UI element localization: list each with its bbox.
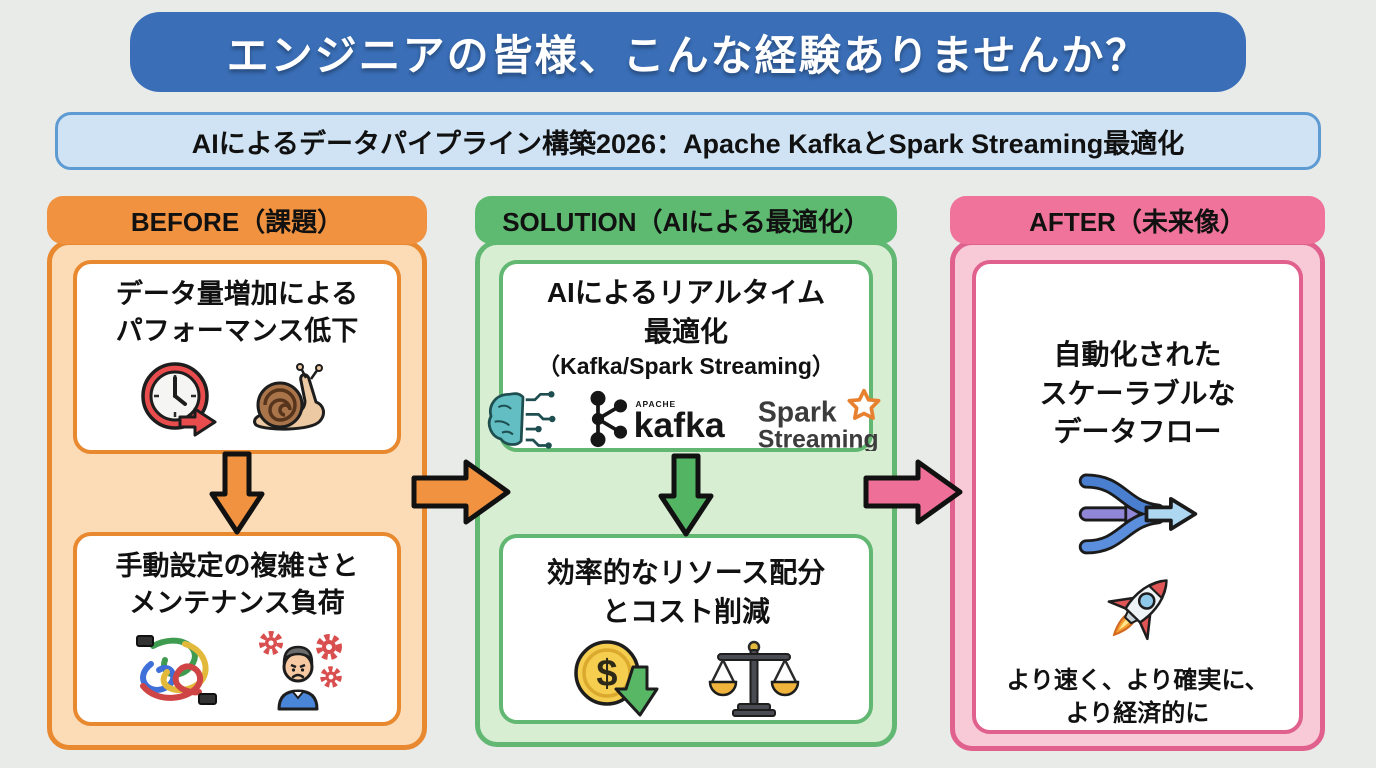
spark-streaming-logo: Spark Streaming	[758, 388, 881, 451]
solution-box1-line2: 最適化	[643, 315, 728, 347]
after-column: AFTER（未来像） 自動化された スケーラブルな データフロー	[950, 196, 1325, 751]
dollar-sign: $	[596, 653, 617, 695]
solution-box1-line3: （Kafka/Spark Streaming）	[537, 353, 835, 380]
cost-down-coin-icon: $	[574, 640, 659, 717]
frustrated-engineer-icon	[259, 630, 342, 710]
gear-icon	[259, 630, 283, 655]
after-vision-box: 自動化された スケーラブルな データフロー	[972, 260, 1303, 734]
after-line3: データフロー	[1053, 416, 1222, 448]
solution-column-header: SOLUTION（AIによる最適化）	[475, 196, 897, 244]
before-box2-icons	[129, 629, 345, 711]
arrow-before-to-solution	[410, 452, 512, 532]
page-subtitle: AIによるデータパイプライン構築2026：Apache KafkaとSpark …	[191, 128, 1185, 159]
spark-word: Spark	[758, 397, 837, 429]
after-header-label: AFTER（未来像）	[1029, 206, 1246, 237]
before-down-arrow	[206, 450, 268, 538]
solution-box2-line2: とコスト削減	[601, 595, 770, 627]
after-caption-line2: より経済的に	[1065, 699, 1210, 727]
gear-icon	[320, 665, 342, 688]
ai-brain-circuit-icon	[487, 391, 556, 449]
solution-column: SOLUTION（AIによる最適化） AIによるリアルタイム 最適化 （Kafk…	[475, 196, 897, 747]
before-problem-box-2: 手動設定の複雑さと メンテナンス負荷	[73, 532, 401, 726]
page-title: エンジニアの皆様、こんな経験ありませんか？	[226, 31, 1150, 79]
solution-box-2: 効率的なリソース配分 とコスト削減 $	[499, 534, 873, 724]
arrow-solution-to-after	[862, 452, 964, 532]
kafka-wordmark: kafka	[634, 405, 726, 445]
before-box1-line2: パフォーマンス低下	[115, 316, 359, 347]
snail-icon	[253, 362, 325, 431]
solution-box-1: AIによるリアルタイム 最適化 （Kafka/Spark Streaming）	[487, 260, 881, 452]
after-column-header: AFTER（未来像）	[950, 196, 1325, 244]
solution-box1-icons: APACHE kafka Spark Streaming	[481, 387, 891, 451]
before-box2-line1: 手動設定の複雑さと	[115, 551, 359, 581]
rocket-icon	[1107, 579, 1168, 640]
spark-star-icon	[847, 388, 881, 420]
kafka-apache-label: APACHE	[636, 399, 677, 409]
kafka-logo: APACHE kafka	[590, 390, 726, 448]
solution-header-label: SOLUTION（AIによる最適化）	[502, 206, 870, 237]
before-header-label: BEFORE（課題）	[130, 206, 344, 237]
before-box2-line2: メンテナンス負荷	[129, 588, 345, 619]
solution-box1-line1: AIによるリアルタイム	[546, 277, 826, 308]
before-problem-box-1: データ量増加による パフォーマンス低下	[73, 260, 401, 454]
after-line2: スケーラブルな	[1039, 377, 1236, 409]
streaming-word: Streaming	[758, 426, 879, 451]
clock-deadline-icon	[141, 361, 217, 436]
balance-scale-icon	[708, 641, 800, 718]
title-banner: エンジニアの皆様、こんな経験ありませんか？	[130, 12, 1246, 92]
solution-box2-icons: $	[571, 637, 801, 719]
before-column: BEFORE（課題） データ量増加による パフォーマンス低下	[47, 196, 427, 750]
after-line1: 自動化された	[1053, 339, 1222, 370]
before-box1-icons	[136, 357, 338, 441]
gear-icon	[316, 633, 342, 660]
tangled-cables-icon	[136, 634, 217, 705]
solution-box2-line1: 効率的なリソース配分	[546, 557, 826, 588]
before-box1-line1: データ量増加による	[115, 279, 359, 309]
subtitle-banner: AIによるデータパイプライン構築2026：Apache KafkaとSpark …	[55, 112, 1321, 170]
merging-dataflow-icon	[1078, 473, 1197, 555]
before-column-header: BEFORE（課題）	[47, 196, 427, 244]
solution-down-arrow	[655, 452, 717, 540]
after-caption-line1: より速く、より確実に、	[1006, 666, 1269, 694]
